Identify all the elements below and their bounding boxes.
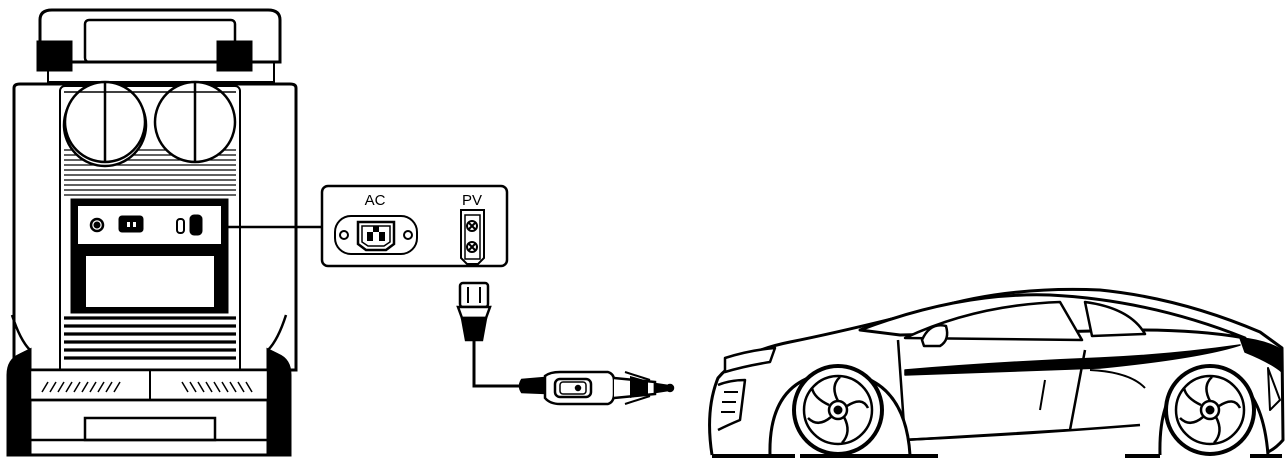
sports-car [710,289,1283,456]
ac-label: AC [365,192,386,209]
power-station [8,10,296,455]
pv-label: PV [462,192,482,209]
car-charging-cable [458,283,673,404]
car-cigarette-lighter-plug [520,372,673,404]
ports-callout: AC PV [322,186,507,266]
rear-wheel-icon [1166,366,1254,454]
front-wheel-icon [794,366,882,454]
pv-plug-icon [458,283,490,340]
